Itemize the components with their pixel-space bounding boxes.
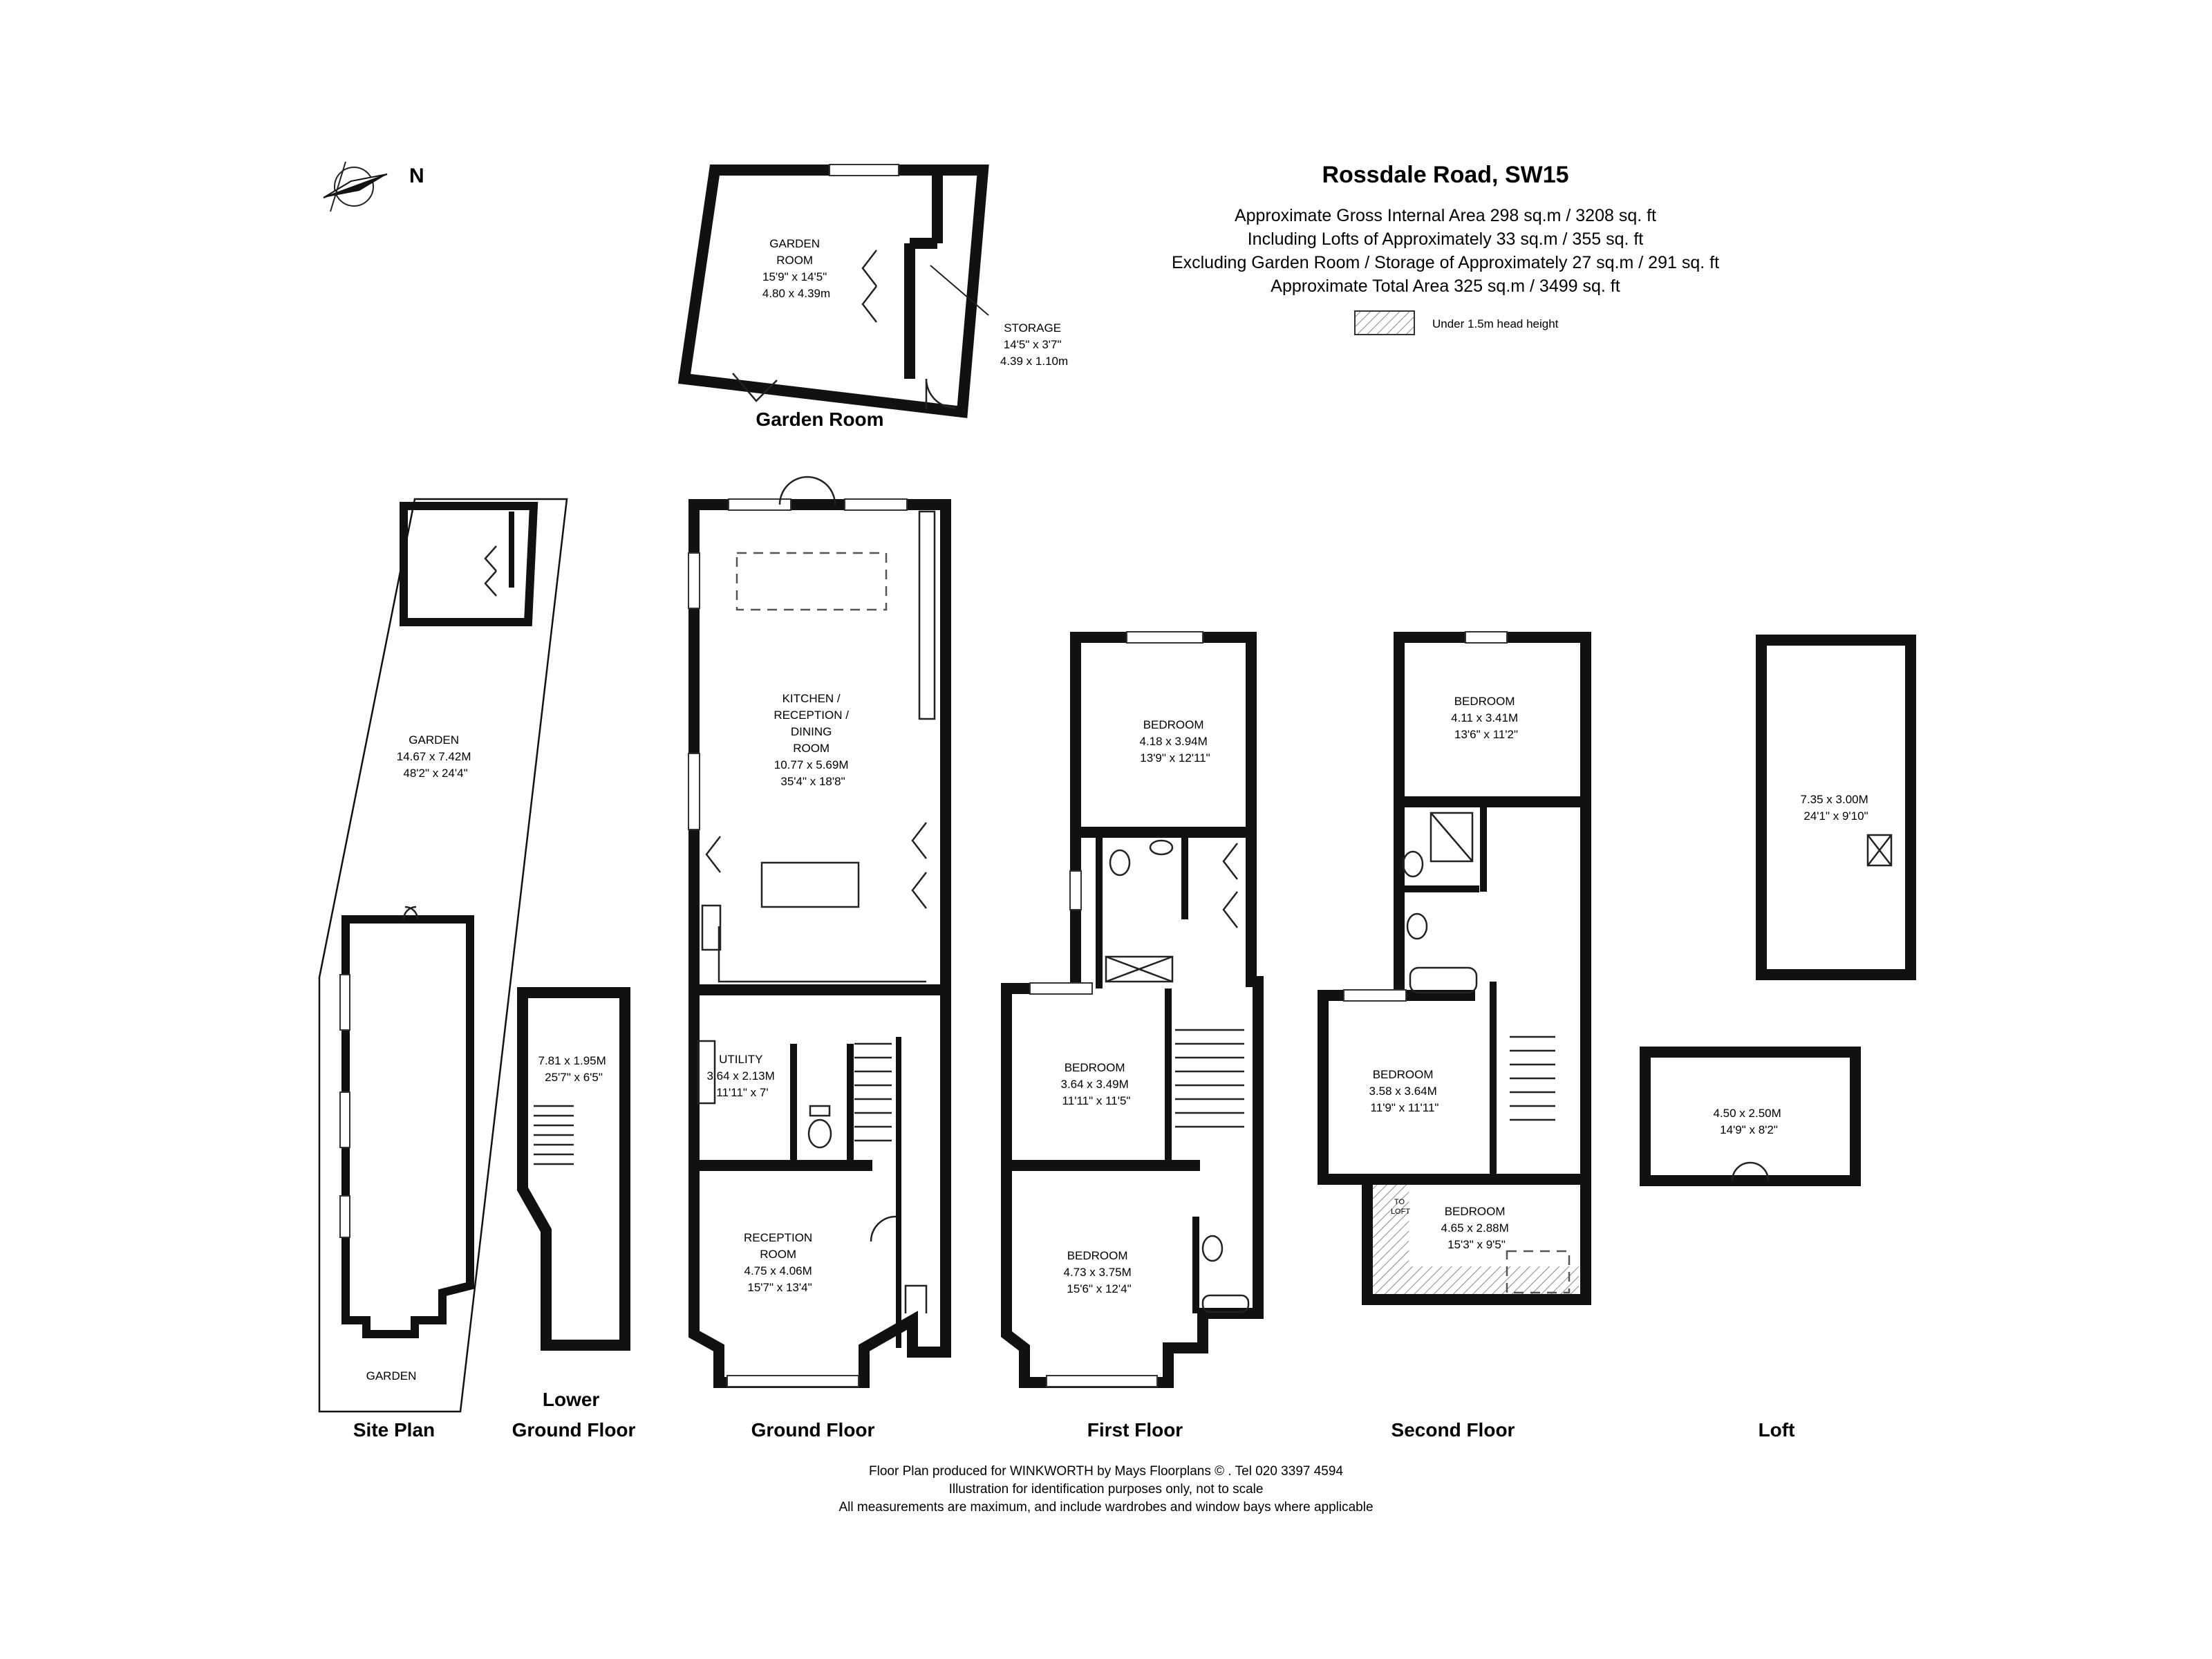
property-title: Rossdale Road, SW15 [1322, 162, 1568, 188]
garden-room-floor-label: Garden Room [756, 409, 883, 430]
second-floor-label: Second Floor [1391, 1419, 1515, 1441]
area-line-3: Excluding Garden Room / Storage of Appro… [1172, 253, 1719, 272]
area-line-4: Approximate Total Area 325 sq.m / 3499 s… [1271, 276, 1620, 296]
site-garden-label: GARDEN 14.67 x 7.42M 48'2" x 24'4" [397, 733, 474, 780]
ground-floor-plan: KITCHEN / RECEPTION / DINING ROOM 10.77 … [688, 476, 951, 1441]
compass-north-label: N [409, 165, 424, 187]
head-height-key-swatch [1354, 310, 1415, 335]
second-floor-rear-bedroom-label: BEDROOM 4.11 x 3.41M 13'6" x 11'2" [1451, 695, 1521, 741]
footer-notes: Floor Plan produced for WINKWORTH by May… [838, 1464, 1373, 1515]
lower-ground-room-label: 7.81 x 1.95M 25'7" x 6'5" [538, 1054, 609, 1084]
ground-floor-label: Ground Floor [751, 1419, 875, 1441]
storage-label: STORAGE 14'5" x 3'7" 4.39 x 1.10m [1000, 321, 1068, 368]
header-block: Rossdale Road, SW15 Approximate Gross In… [1172, 162, 1719, 335]
loft-plan: 7.35 x 3.00M 24'1" x 9'10" 4.50 x 2.50M … [1640, 635, 1916, 1441]
area-line-1: Approximate Gross Internal Area 298 sq.m… [1235, 206, 1656, 225]
garden-room-plan: GARDEN ROOM 15'9" x 14'5" 4.80 x 4.39m S… [677, 164, 1068, 430]
first-floor-middle-bedroom-label: BEDROOM 3.64 x 3.49M 11'11" x 11'5" [1060, 1061, 1132, 1107]
loft-lower-room-label: 4.50 x 2.50M 14'9" x 8'2" [1713, 1107, 1784, 1136]
first-floor-label: First Floor [1087, 1419, 1183, 1441]
loft-floor-label: Loft [1759, 1419, 1795, 1441]
footer-line-2: Illustration for identification purposes… [949, 1482, 1264, 1497]
to-loft-label: TO LOFT [1391, 1198, 1410, 1216]
area-line-2: Including Lofts of Approximately 33 sq.m… [1248, 229, 1644, 249]
lower-ground-floor-label: Lower Ground Floor [512, 1389, 636, 1441]
compass-icon: N [323, 161, 424, 212]
site-plan: GARDEN 14.67 x 7.42M 48'2" x 24'4" GARDE… [318, 498, 568, 1441]
kitchen-label: KITCHEN / RECEPTION / DINING ROOM 10.77 … [774, 692, 852, 788]
footer-line-3: All measurements are maximum, and includ… [838, 1500, 1373, 1515]
first-floor-plan: BEDROOM 4.18 x 3.94M 13'9" x 12'11" BEDR… [1001, 631, 1264, 1441]
loft-upper-room-label: 7.35 x 3.00M 24'1" x 9'10" [1800, 793, 1871, 823]
reception-label: RECEPTION ROOM 4.75 x 4.06M 15'7" x 13'4… [744, 1231, 816, 1294]
first-floor-front-bedroom-label: BEDROOM 4.73 x 3.75M 15'6" x 12'4" [1063, 1249, 1134, 1295]
head-height-key-label: Under 1.5m head height [1432, 317, 1559, 330]
lower-ground-plan: 7.81 x 1.95M 25'7" x 6'5" Lower Ground F… [512, 987, 636, 1441]
footer-line-1: Floor Plan produced for WINKWORTH by May… [869, 1464, 1343, 1479]
first-floor-rear-bedroom-label: BEDROOM 4.18 x 3.94M 13'9" x 12'11" [1139, 718, 1210, 765]
utility-label: UTILITY 3.64 x 2.13M 11'11" x 7' [706, 1053, 778, 1099]
site-plan-floor-label: Site Plan [353, 1419, 435, 1441]
second-floor-plan: TO LOFT BEDROOM 4.11 x 3.41M 13'6" x 11'… [1318, 631, 1591, 1441]
garden-room-label: GARDEN ROOM 15'9" x 14'5" 4.80 x 4.39m [762, 237, 830, 300]
second-floor-front-bedroom-label: BEDROOM 4.65 x 2.88M 15'3" x 9'5" [1441, 1205, 1512, 1251]
second-floor-middle-bedroom-label: BEDROOM 3.58 x 3.64M 11'9" x 11'11" [1369, 1068, 1440, 1114]
site-front-garden-label: GARDEN [366, 1369, 417, 1382]
